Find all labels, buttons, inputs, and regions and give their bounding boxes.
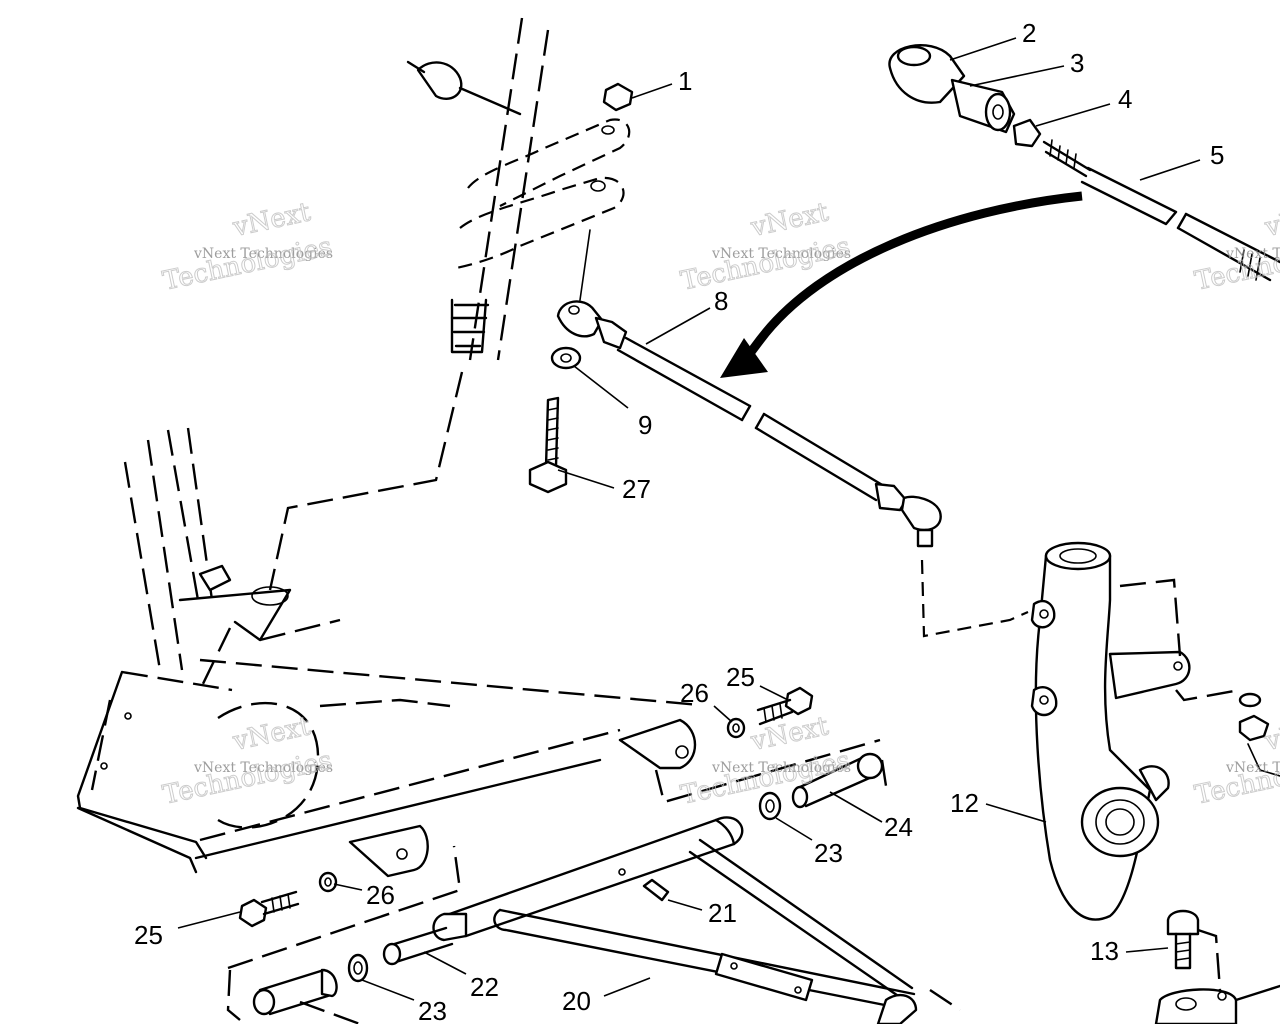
svg-text:vNext Technologies: vNext Technologies [1225,760,1280,776]
callout-13: 13 [1090,936,1119,966]
callout-23-upper: 23 [814,838,843,868]
callout-25-upper: 25 [726,662,755,692]
callout-27: 27 [622,474,651,504]
spindle [920,541,1280,921]
callout-2: 2 [1022,18,1036,48]
callout-21: 21 [708,898,737,928]
tie-rod-assembly [556,44,1280,548]
callout-4: 4 [1118,84,1132,114]
callout-labels: 1 2 3 4 5 8 9 27 12 13 26 25 24 23 26 25… [134,18,1224,1024]
leader-lines [177,37,1201,1001]
svg-text:vNext: vNext [748,711,832,757]
callout-3: 3 [1070,48,1084,78]
callout-26-lower: 26 [366,880,395,910]
callout-1: 1 [678,66,692,96]
watermark-5: vNext vNext Technologies Technologies [1192,197,1280,297]
lower-ball-joint-area [1154,909,1280,1024]
callout-5: 5 [1210,140,1224,170]
lower-frame [76,658,881,1021]
callout-8: 8 [714,286,728,316]
callout-22: 22 [470,972,499,1002]
svg-text:vNext: vNext [748,197,832,243]
svg-text:Technologies: Technologies [160,746,335,811]
svg-text:vNext Technologies: vNext Technologies [193,246,333,262]
svg-text:vNext Technologies: vNext Technologies [711,246,851,262]
svg-text:vNext Technologies: vNext Technologies [193,760,333,776]
svg-text:vNext: vNext [1262,197,1280,243]
callout-23-lower: 23 [418,996,447,1024]
svg-text:Technologies: Technologies [160,232,335,297]
fasteners-upper [528,82,634,494]
svg-text:Technologies: Technologies [678,232,853,297]
callout-12: 12 [950,788,979,818]
svg-text:Technologies: Technologies [1192,232,1280,297]
callout-25-lower: 25 [134,920,163,950]
svg-text:vNext Technologies: vNext Technologies [711,760,851,776]
svg-text:vNext: vNext [230,197,314,243]
callout-9: 9 [638,410,652,440]
steering-post [268,17,631,591]
a-arm [252,816,961,1024]
callout-26-upper: 26 [680,678,709,708]
callout-24: 24 [884,812,913,842]
callout-20: 20 [562,986,591,1016]
watermark-1: vNext vNext Technologies Technologies [160,197,336,297]
svg-text:Technologies: Technologies [1192,746,1280,811]
watermark-3: vNext vNext Technologies Technologies [160,711,336,811]
frame-bulkhead [123,427,341,691]
svg-text:vNext Technologies: vNext Technologies [1225,246,1280,262]
svg-text:vNext: vNext [1262,711,1280,757]
svg-text:vNext: vNext [230,711,314,757]
upper-pivot-hardware [238,686,888,928]
